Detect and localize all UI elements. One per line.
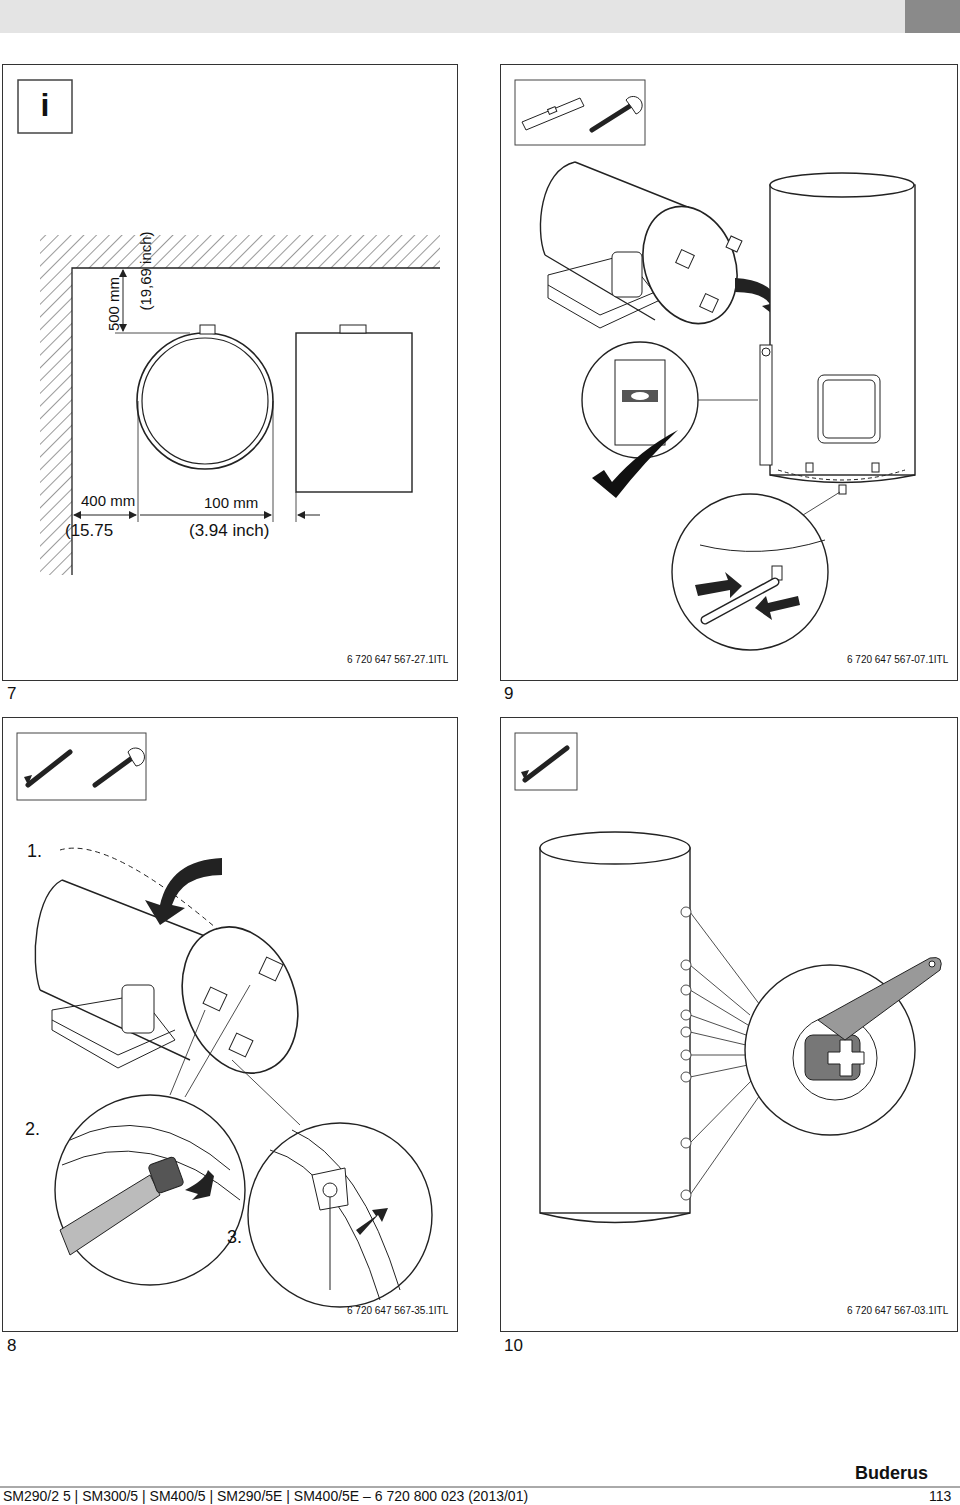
dimension-label: 400 mm (81, 493, 135, 510)
figure-panel: 1.2.3.6 720 647 567-35.1ITL8 (2, 717, 458, 1332)
figure-number: 10 (504, 1337, 523, 1356)
figure-number: 7 (7, 685, 16, 704)
dimension-label: 500 mm (106, 277, 123, 331)
figure-number: 9 (504, 685, 513, 704)
footer-text: SM290/2 5 | SM300/5 | SM400/5 | SM290/5E… (3, 1489, 528, 1504)
dimension-label: (3.94 inch) (189, 522, 269, 541)
page-number: 113 (929, 1489, 951, 1504)
figure-panel: 6 720 647 567-03.1ITL10 (500, 717, 958, 1332)
drawing-code: 6 720 647 567-03.1ITL (847, 1305, 948, 1316)
drawing-code: 6 720 647 567-07.1ITL (847, 654, 948, 665)
figure-panel: 6 720 647 567-07.1ITL9 (500, 64, 958, 681)
dimension-label: 100 mm (204, 495, 258, 512)
info-icon-letter: i (41, 88, 50, 123)
step-number: 3. (227, 1228, 242, 1248)
step-number: 2. (25, 1120, 40, 1140)
figure-panel: 500 mm (19,69 inch) 400 mm (15.75 100 mm (3.9… (2, 64, 458, 681)
figure-number: 8 (7, 1337, 16, 1356)
drawing-code: 6 720 647 567-27.1ITL (347, 654, 448, 665)
dimension-label: (19,69 inch) (138, 231, 155, 310)
step-number: 1. (27, 842, 42, 862)
drawing-code: 6 720 647 567-35.1ITL (347, 1305, 448, 1316)
dimension-label: (15.75 (65, 522, 113, 541)
brand-logo: Buderus (855, 1464, 928, 1484)
